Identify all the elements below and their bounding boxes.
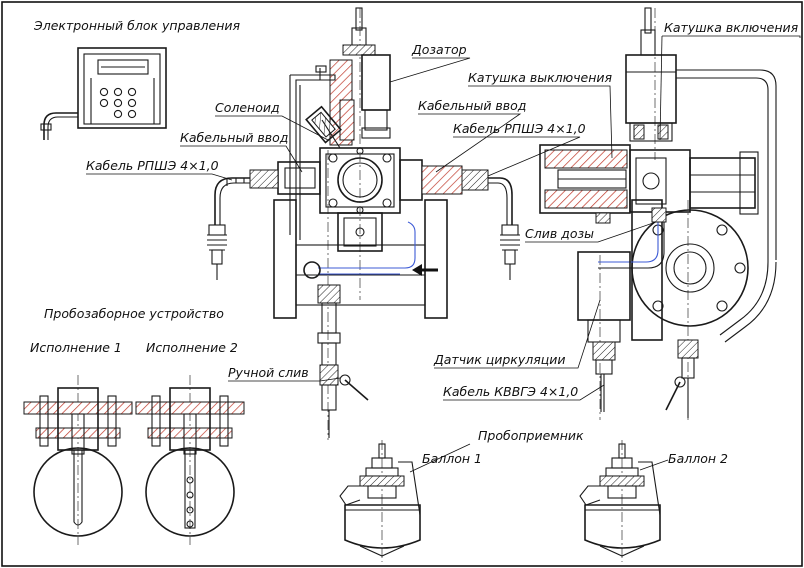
label-dosing-unit: Дозатор <box>411 42 467 57</box>
label-sampler: Пробозаборное устройство <box>44 306 224 321</box>
label-coil-off: Катушка выключения <box>468 70 613 85</box>
label-cable-rpsh-left: Кабель РПШЭ 4×1,0 <box>86 158 219 173</box>
cylinder-2-drawing <box>579 440 661 562</box>
cylinder-1-drawing <box>339 440 421 562</box>
label-cable-rpsh-center: Кабель РПШЭ 4×1,0 <box>453 121 586 136</box>
sampler-version-1 <box>23 375 133 545</box>
label-cylinder-2: Баллон 2 <box>668 451 728 466</box>
label-version-1: Исполнение 1 <box>30 340 122 355</box>
labels: Электронный блок управления Дозатор Соле… <box>30 18 799 466</box>
label-dose-drain: Слив дозы <box>525 226 594 241</box>
flow-arrow-head <box>412 264 422 276</box>
label-control-unit: Электронный блок управления <box>33 18 241 33</box>
central-assembly <box>207 7 520 440</box>
leader-lines <box>86 35 801 473</box>
label-version-2: Исполнение 2 <box>146 340 238 355</box>
label-cylinder-1: Баллон 1 <box>422 451 482 466</box>
label-cable-gland-left: Кабельный ввод <box>180 130 288 145</box>
label-solenoid: Соленоид <box>215 100 280 115</box>
label-manual-drain: Ручной слив <box>228 365 309 380</box>
control-unit <box>40 47 167 140</box>
label-sample-receiver: Пробоприемник <box>478 428 584 443</box>
label-cable-kvvge: Кабель КВВГЭ 4×1,0 <box>443 384 578 399</box>
label-coil-on: Катушка включения <box>664 20 799 35</box>
right-assembly <box>539 7 777 420</box>
sampler-version-2 <box>135 375 245 545</box>
label-circulation-sensor: Датчик циркуляции <box>433 352 566 367</box>
label-cable-gland-center: Кабельный ввод <box>418 98 526 113</box>
